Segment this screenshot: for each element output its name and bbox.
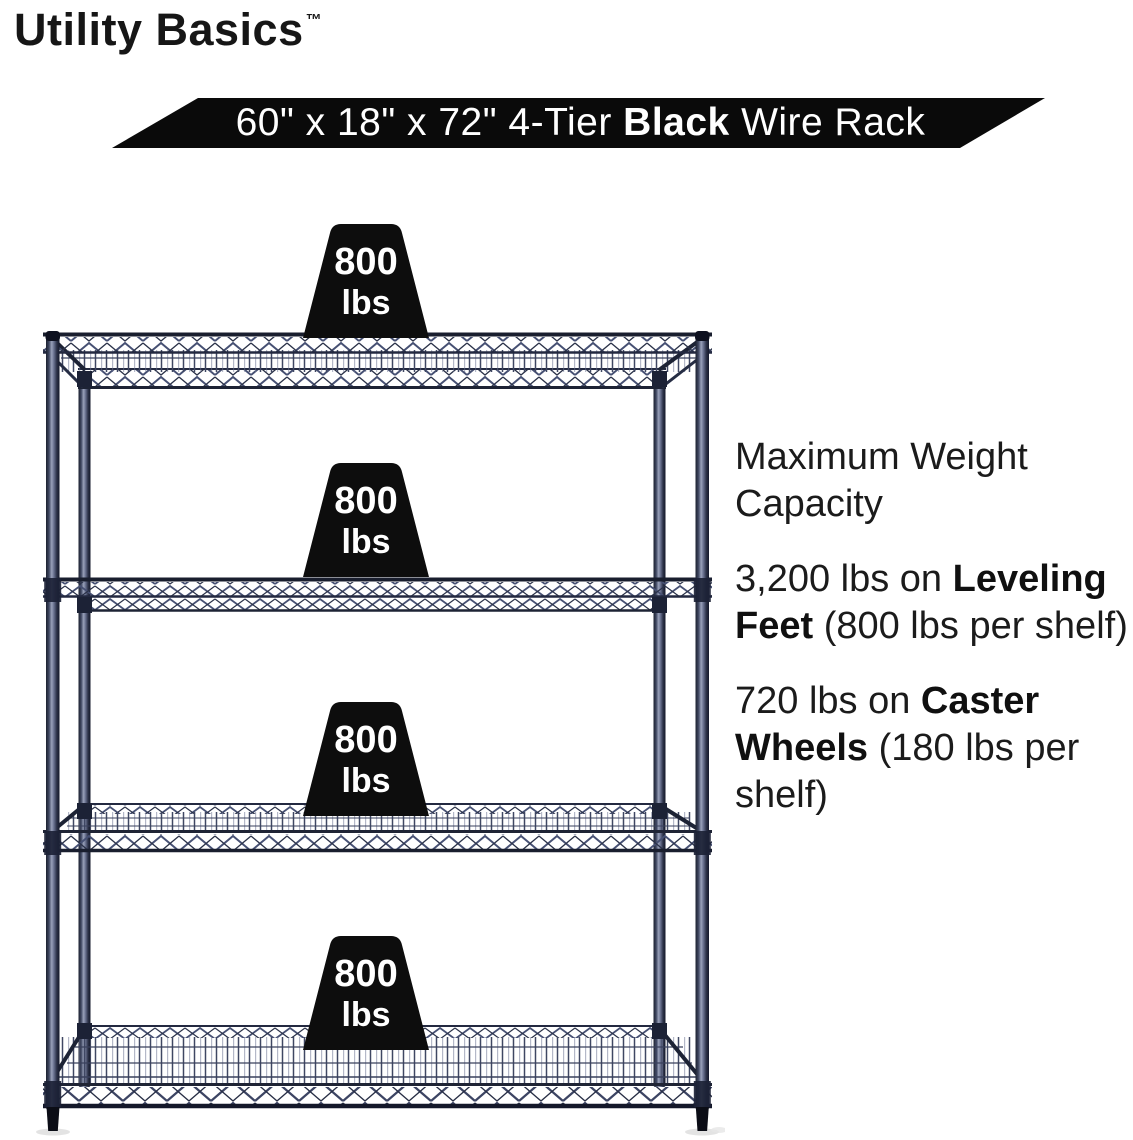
weight-value: 800 xyxy=(334,480,398,522)
back-right-post xyxy=(653,371,666,1087)
leveling-feet-prefix: 3,200 lbs on xyxy=(735,558,953,600)
capacity-heading: Maximum Weight Capacity xyxy=(735,436,1028,525)
banner-size-text: 60" x 18" x 72" 4-Tier xyxy=(235,101,624,144)
leveling-foot-left xyxy=(46,1107,60,1131)
shelf-tier-4 xyxy=(43,1025,712,1109)
front-left-post xyxy=(45,331,60,1110)
brand-name: Utility Basics xyxy=(14,4,304,55)
front-right-post xyxy=(695,331,710,1110)
leveling-feet-suffix: (800 lbs per shelf) xyxy=(813,605,1128,647)
weight-unit: lbs xyxy=(341,762,391,800)
caster-wheels-bold: Caster Wheels xyxy=(735,680,1040,769)
wire-rack-image xyxy=(36,331,725,1136)
leveling-feet-bold: Leveling Feet xyxy=(735,558,1107,647)
caster-wheels-paragraph: 720 lbs on Caster Wheels (180 lbs per sh… xyxy=(735,678,1133,819)
leveling-feet xyxy=(36,1107,725,1136)
capacity-section: Maximum Weight Capacity 3,200 lbs on Lev… xyxy=(735,434,1133,847)
shelf-tier-2 xyxy=(43,577,712,612)
back-left-post xyxy=(78,371,91,1087)
weight-unit: lbs xyxy=(341,996,391,1034)
shelf-tier-1 xyxy=(43,332,712,389)
weight-unit: lbs xyxy=(341,523,391,561)
caster-wheels-suffix: (180 lbs per shelf) xyxy=(735,727,1080,816)
caster-wheels-prefix: 720 lbs on xyxy=(735,680,921,722)
leveling-foot-right xyxy=(695,1107,709,1131)
banner-text: 60" x 18" x 72" 4-Tier Black Wire Rack xyxy=(236,101,926,145)
weight-unit: lbs xyxy=(341,284,391,322)
weight-value: 800 xyxy=(334,953,398,995)
weight-value: 800 xyxy=(334,719,398,761)
weight-value: 800 xyxy=(334,241,398,283)
trademark-symbol: ™ xyxy=(305,12,323,29)
leveling-feet-paragraph: 3,200 lbs on Leveling Feet (800 lbs per … xyxy=(735,556,1133,650)
post-collars xyxy=(44,371,711,1107)
product-title-banner: 60" x 18" x 72" 4-Tier Black Wire Rack xyxy=(112,98,1045,148)
banner-color-text: Black xyxy=(623,101,730,144)
weight-marker-tier-1: 800 lbs xyxy=(303,224,429,338)
banner-suffix-text: Wire Rack xyxy=(729,101,926,144)
